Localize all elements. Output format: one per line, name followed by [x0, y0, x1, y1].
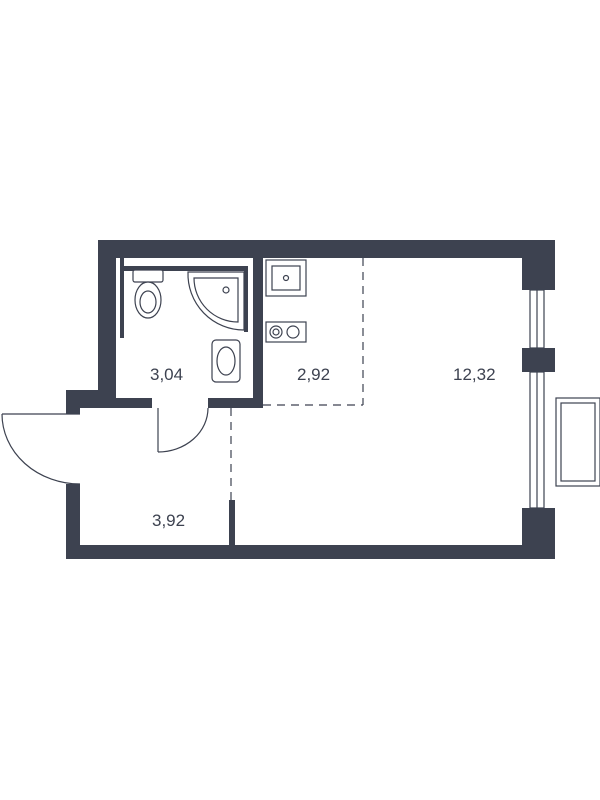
bathroom-right-wall	[253, 258, 263, 408]
upper-left-wall	[98, 240, 116, 408]
kitchen-fixtures	[265, 259, 307, 343]
zone-boundaries	[230, 258, 364, 500]
area-labels: 3,04 2,92 12,32 3,92	[150, 365, 496, 530]
hallway-partition	[229, 500, 235, 546]
entry-door-swing	[1, 413, 81, 485]
toilet-tank	[132, 269, 164, 283]
exterior-walls	[66, 240, 555, 559]
lower-left-wall	[66, 484, 80, 559]
bathroom-bottom-wall-left	[116, 398, 152, 408]
bathroom-inner-left	[120, 258, 124, 338]
right-wall-pier	[522, 348, 555, 372]
kitchen-area-label: 2,92	[297, 365, 330, 384]
windows	[529, 289, 600, 509]
bathroom-bottom-wall-right	[208, 398, 263, 408]
bottom-wall	[66, 545, 555, 559]
shower-icon	[187, 271, 245, 331]
interior-walls	[116, 258, 263, 546]
right-wall-bottom	[522, 508, 555, 559]
shower-drain-icon	[222, 286, 230, 294]
entry-jamb-top	[66, 390, 80, 414]
right-wall-top	[522, 240, 555, 290]
bathroom-door-swing	[157, 407, 209, 453]
balcony	[555, 397, 600, 487]
top-wall	[98, 240, 555, 258]
bathroom-fixtures	[132, 269, 245, 383]
living-room-area-label: 12,32	[453, 365, 496, 384]
bathroom-area-label: 3,04	[150, 365, 183, 384]
bathroom-inner-right	[244, 266, 248, 332]
hallway-area-label: 3,92	[152, 511, 185, 530]
doors	[1, 407, 209, 485]
bathroom-inner-top	[122, 266, 248, 271]
